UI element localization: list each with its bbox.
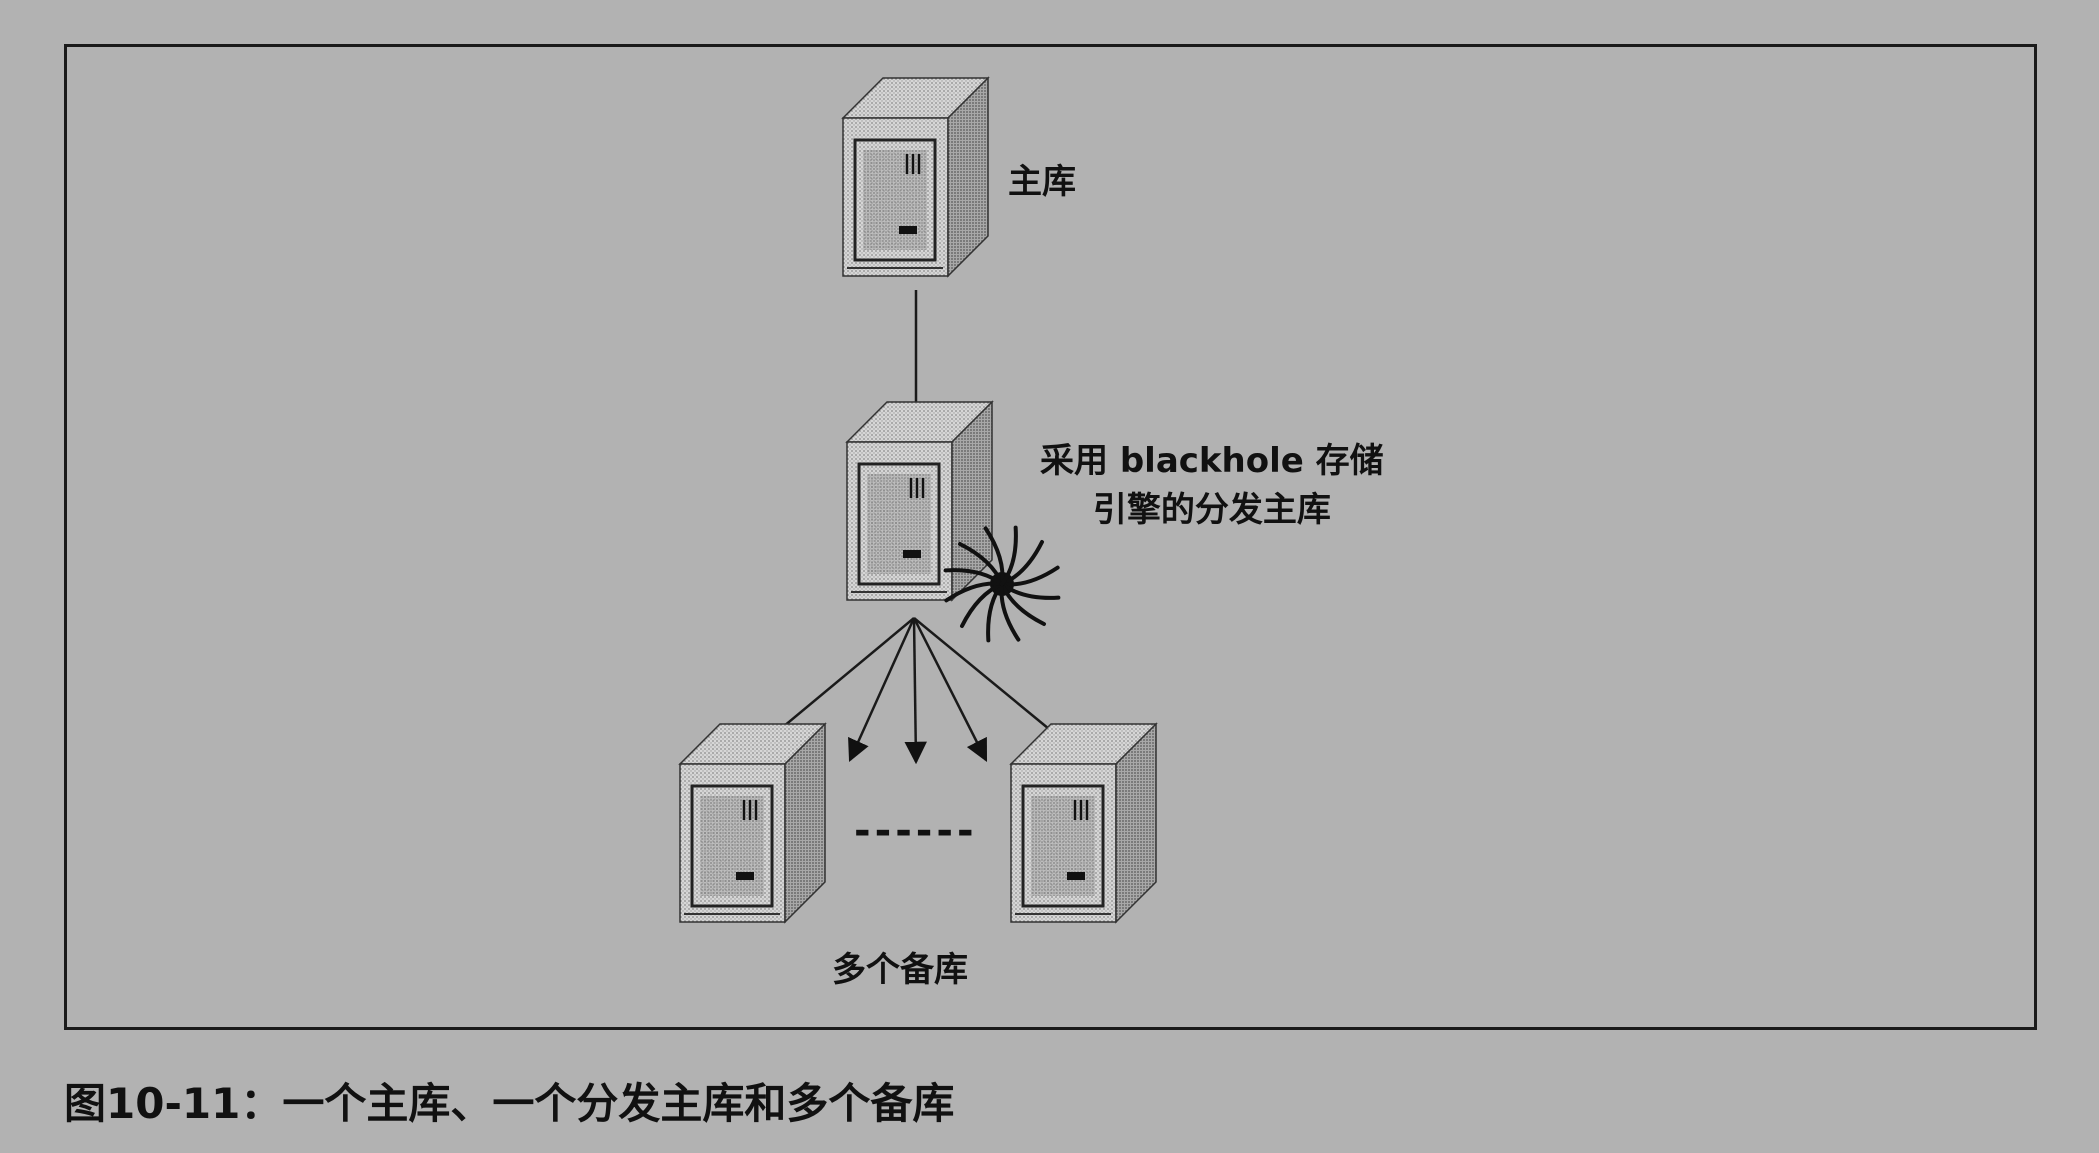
arrow-to-slave-2 [848, 617, 916, 763]
distribution-master-label: 采用 blackhole 存储 引擎的分发主库 [1040, 437, 1384, 536]
arrow-to-slave-4 [912, 617, 988, 763]
blackhole-swirl-icon [943, 525, 1061, 643]
master-label: 主库 [1008, 162, 1076, 202]
master-server-icon [841, 76, 990, 278]
slave-server-last-icon [1009, 722, 1158, 924]
slave-server-first-icon [678, 722, 827, 924]
diagram-frame [64, 44, 2037, 1030]
figure-caption: 图10-11：一个主库、一个分发主库和多个备库 [64, 1079, 955, 1128]
line-to-slave-n [913, 617, 1061, 739]
ellipsis: ------ [854, 808, 978, 854]
arrow-to-slave-3 [904, 617, 927, 765]
distribution-label-line2: 引擎的分发主库 [1092, 490, 1331, 531]
slaves-label: 多个备库 [832, 950, 968, 990]
distribution-label-line1: 采用 blackhole 存储 [1040, 441, 1384, 481]
